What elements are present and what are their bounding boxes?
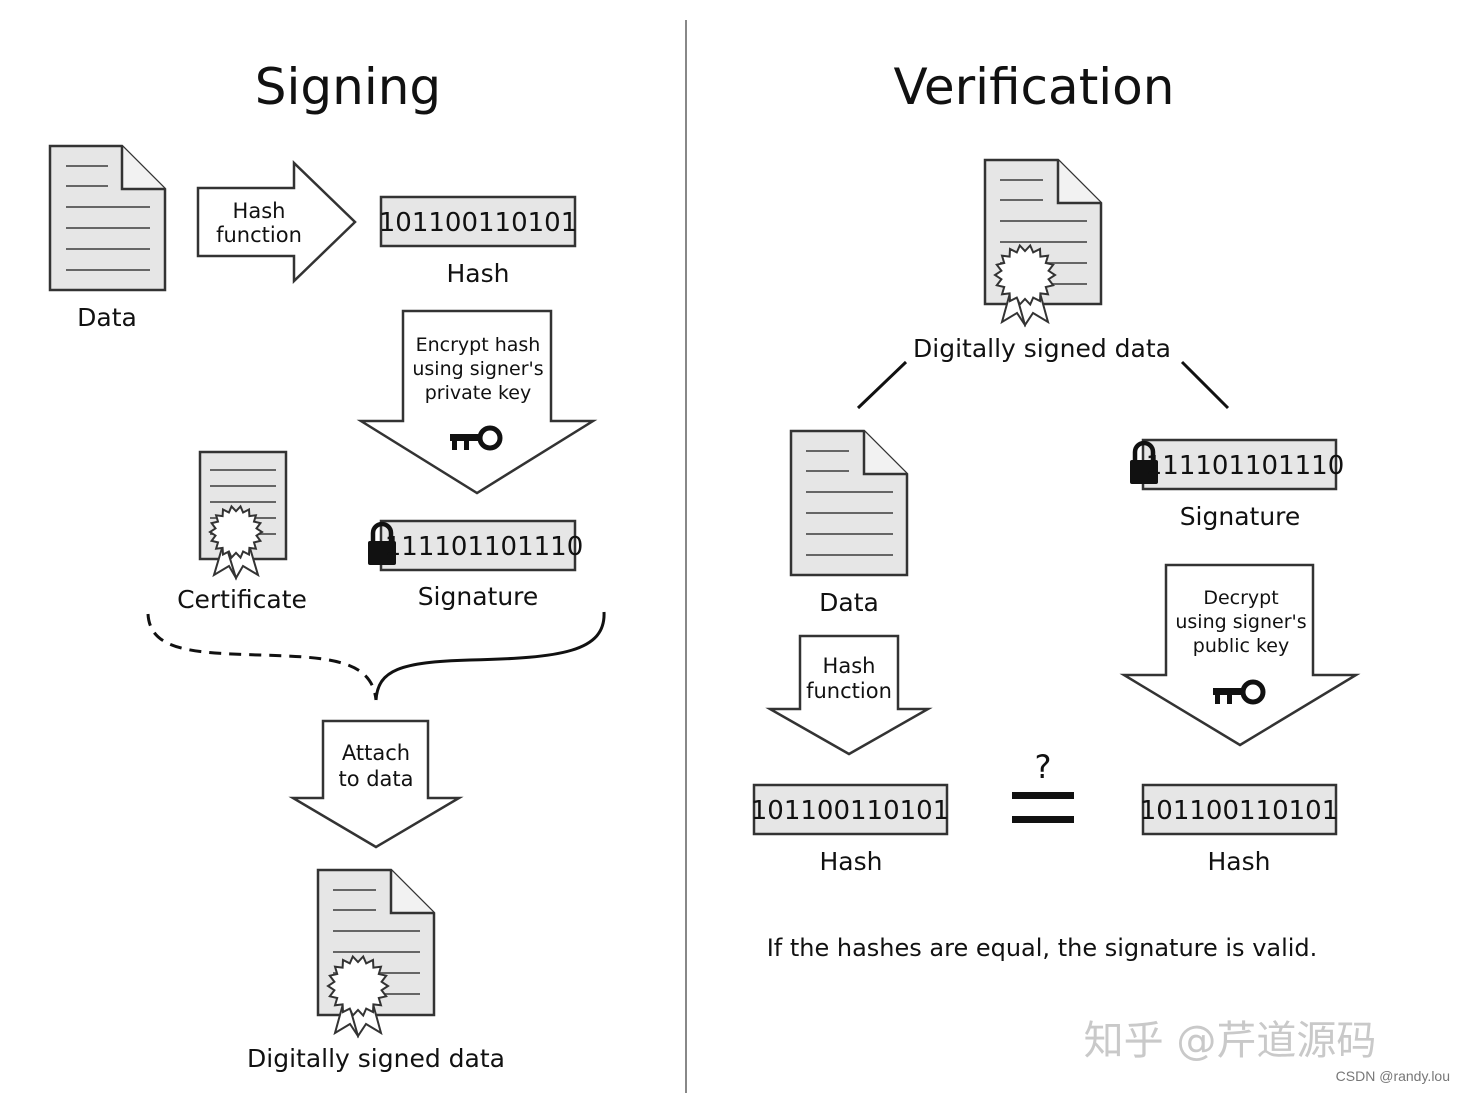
hash-value: 101100110101 [379,208,578,238]
verification-hash-box-right [1141,783,1338,836]
svg-text:using signer's: using signer's [1175,611,1306,633]
combine-brace [146,611,606,701]
decrypt-arrow: Decrypt using signer's public key [1119,563,1361,747]
split-line-left [856,360,908,410]
signing-signed-data-label: Digitally signed data [247,1044,505,1073]
verification-signed-data-label: Digitally signed data [913,334,1171,363]
hash-box [379,195,577,248]
watermark: 知乎 @芹道源码 [1084,1018,1377,1064]
signed-document-icon [316,868,436,1039]
question-mark: ? [1035,748,1052,786]
split-line-right [1180,360,1230,410]
svg-text:public key: public key [1193,635,1289,657]
seal-icon [208,504,264,560]
verification-hash-function-arrow: Hash function [765,634,933,756]
verification-signature-value: 111101101110 [1146,451,1345,481]
data-document-icon [48,144,167,292]
seal-icon [326,954,390,1018]
verification-hash-box-left [752,783,949,836]
verification-title: Verification [894,58,1175,116]
svg-text:private key: private key [425,382,531,404]
seal-icon [993,243,1057,307]
signature-box [379,519,577,572]
credit: CSDN @randy.lou [1336,1068,1450,1084]
signature-label: Signature [418,582,539,611]
equals-icon [1012,792,1074,799]
verification-hash-label-left: Hash [820,847,883,876]
verification-data-label: Data [819,588,879,617]
svg-text:Hash: Hash [823,654,876,678]
svg-text:to data: to data [338,767,413,791]
svg-text:function: function [806,679,892,703]
verification-data-document-icon [789,429,909,577]
signing-title: Signing [255,58,441,116]
signature-value: 111101101110 [385,532,584,562]
signing-data-label: Data [77,303,137,332]
certificate-icon [198,450,288,581]
encrypt-hash-arrow: Encrypt hash using signer's private key [356,309,598,495]
verification-signature-label: Signature [1180,502,1301,531]
hash-label: Hash [447,259,510,288]
verification-signature-box [1141,438,1338,491]
svg-text:Decrypt: Decrypt [1203,587,1278,609]
svg-text:Encrypt hash: Encrypt hash [416,334,541,356]
certificate-label: Certificate [177,585,307,614]
verification-hash-value-right: 101100110101 [1140,796,1339,826]
hash-function-arrow: Hash function [196,160,357,284]
svg-text:Hash: Hash [233,199,286,223]
verification-hash-value-left: 101100110101 [751,796,950,826]
verification-hash-label-right: Hash [1208,847,1271,876]
svg-text:using signer's: using signer's [412,358,543,380]
validity-note: If the hashes are equal, the signature i… [767,934,1318,962]
attach-to-data-arrow: Attach to data [288,719,464,849]
svg-text:Attach: Attach [342,741,410,765]
verification-signed-document-icon [983,158,1103,328]
svg-text:function: function [216,223,302,247]
